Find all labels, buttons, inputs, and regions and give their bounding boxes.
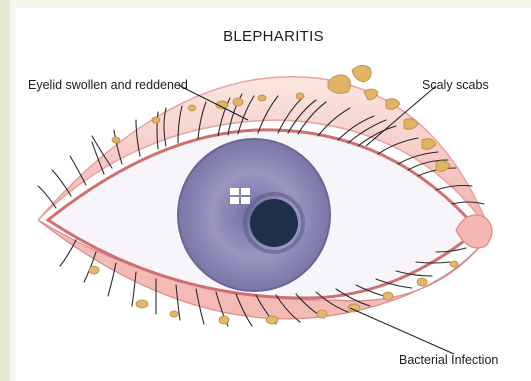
pupil [250,199,298,247]
slide-accent-bar [0,0,10,381]
label-scaly-scabs: Scaly scabs [422,78,489,92]
label-bacterial-infection: Bacterial Infection [399,353,498,367]
label-eyelid: Eyelid swollen and reddened [28,78,188,92]
diagram-title: BLEPHARITIS [16,28,531,45]
eye-illustration [16,8,531,381]
diagram-card: BLEPHARITIS Eyelid swollen and reddened … [16,8,531,381]
